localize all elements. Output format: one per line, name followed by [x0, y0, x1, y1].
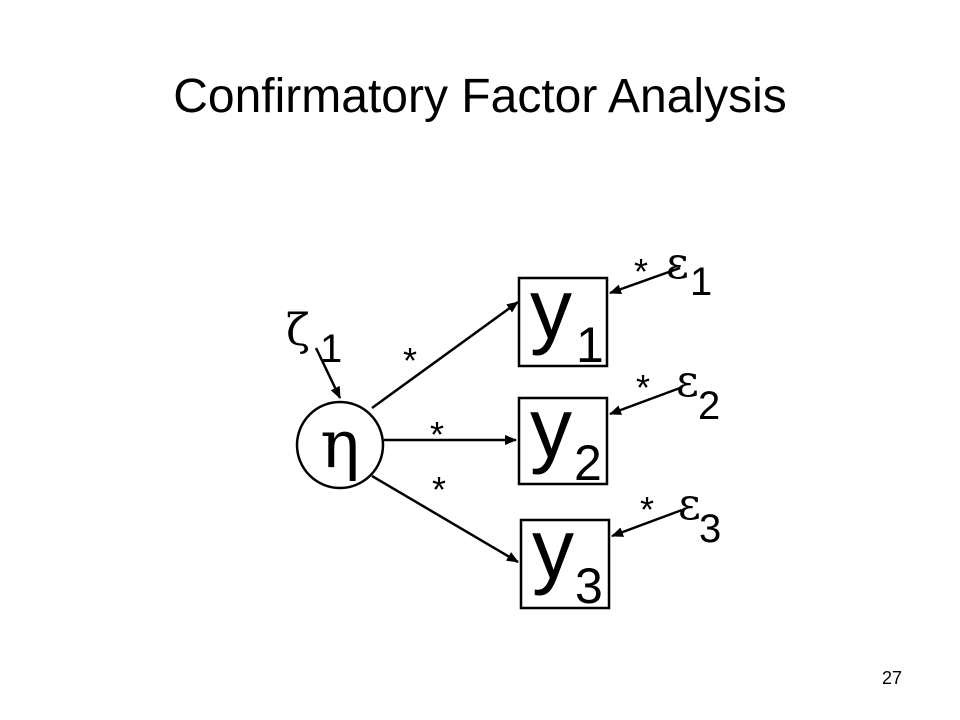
latent-factor-symbol: η: [320, 406, 360, 483]
disturbance-subscript: 1: [320, 327, 342, 371]
disturbance-arrow: [314, 347, 342, 399]
indicator-letter-y1: y: [530, 262, 572, 356]
indicator-box-y2: [517, 396, 609, 486]
indicator-box-y1: [517, 276, 609, 368]
error-variance-label-1: *: [634, 251, 648, 292]
error-symbol-1: ε: [666, 238, 689, 289]
indicator-subscript-y3: 3: [575, 558, 603, 614]
loading-arrow-y3: [371, 474, 519, 564]
error-arrow-2: [609, 386, 681, 416]
loading-label-y2: *: [430, 414, 444, 455]
error-variance-label-3: *: [640, 489, 654, 530]
error-symbol-3: ε: [678, 479, 701, 530]
loading-label-y3: *: [432, 469, 446, 510]
error-arrow-1: [609, 266, 681, 295]
indicator-subscript-y1: 1: [576, 317, 604, 373]
error-subscript-2: 2: [698, 384, 720, 428]
indicator-letter-y2: y: [530, 381, 572, 475]
indicator-subscript-y2: 2: [574, 435, 602, 491]
loading-label-y1: *: [403, 340, 417, 381]
loading-arrow-y1: [371, 300, 519, 410]
error-subscript-3: 3: [699, 507, 721, 551]
disturbance-symbol: ζ: [286, 305, 310, 356]
page-number: 27: [882, 668, 902, 688]
indicator-box-y3: [519, 518, 611, 610]
indicator-letter-y3: y: [532, 502, 574, 596]
error-arrow-3: [611, 508, 683, 538]
error-subscript-1: 1: [690, 260, 712, 304]
latent-factor-circle: [295, 400, 385, 490]
error-variance-label-2: *: [636, 367, 650, 408]
slide-title: Confirmatory Factor Analysis: [173, 70, 787, 123]
error-symbol-2: ε: [676, 356, 699, 407]
